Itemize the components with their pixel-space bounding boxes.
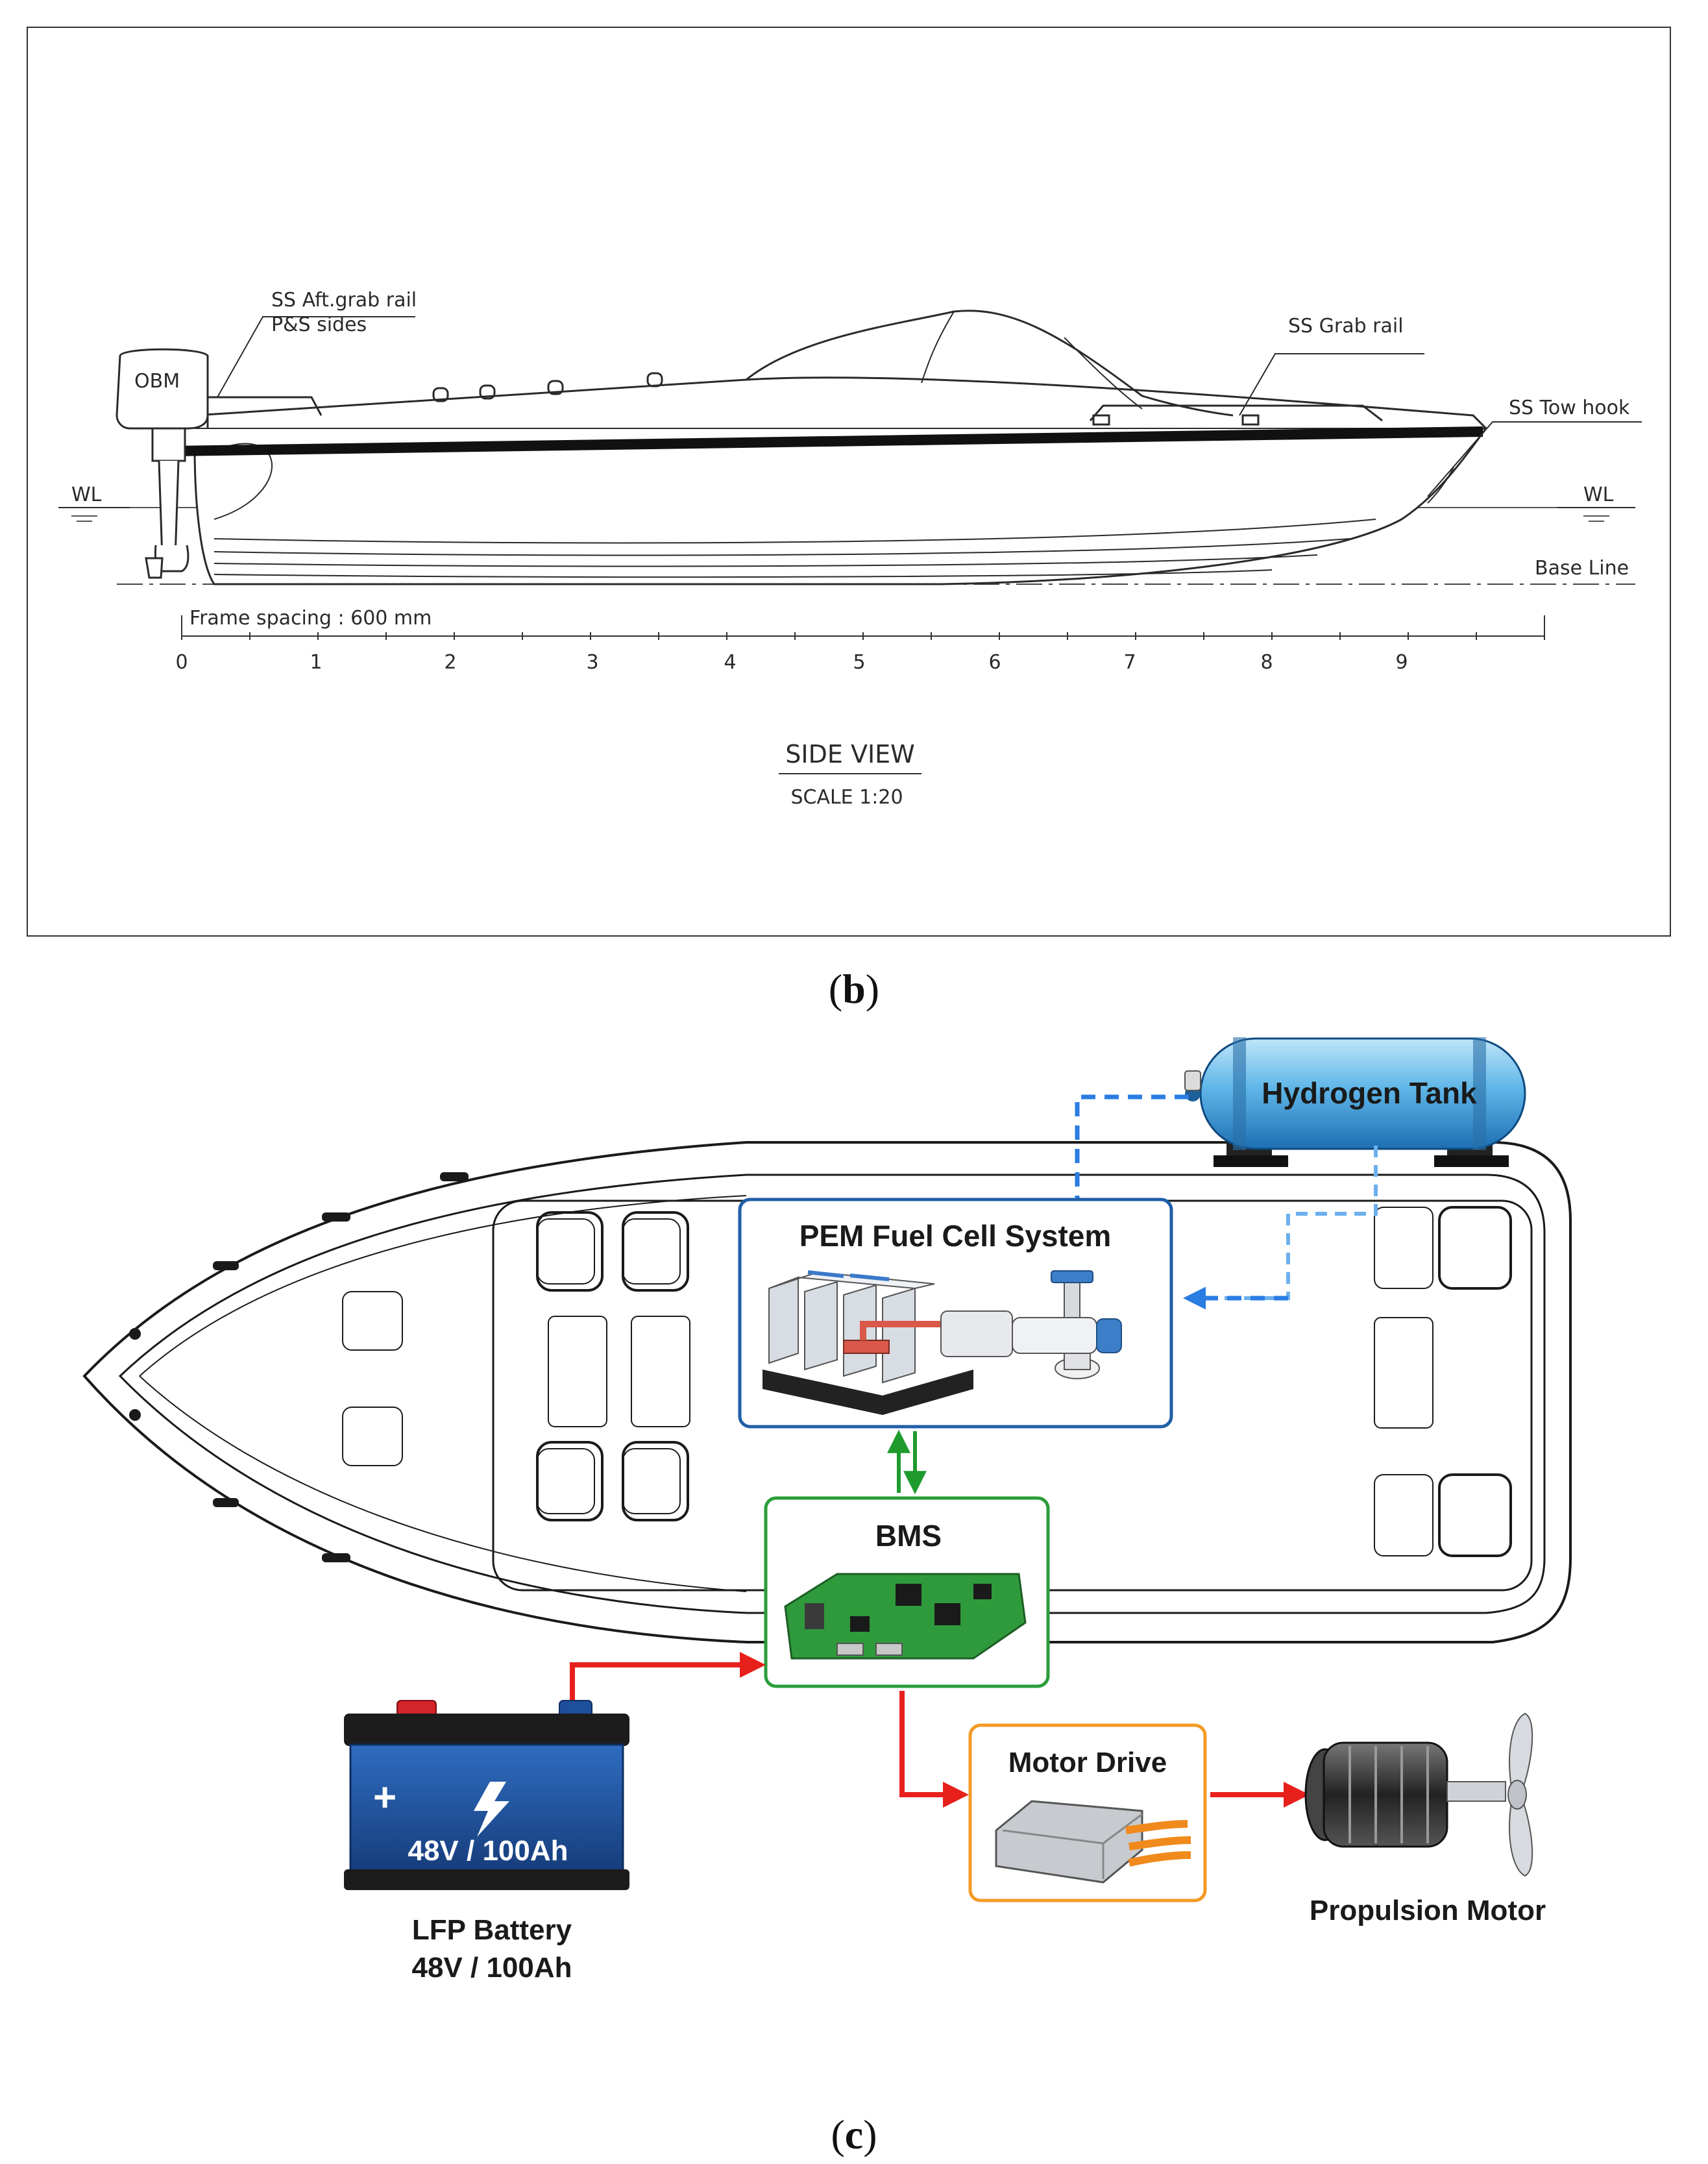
lightning-bolt-icon <box>474 1782 509 1837</box>
view-title: SIDE VIEW <box>785 740 914 768</box>
callout-aft-grab-rail: SS Aft.grab rail <box>271 289 417 312</box>
battery-plus-sign: + <box>373 1775 396 1820</box>
frame-number-1: 1 <box>310 651 322 674</box>
caption-b: (b) <box>829 966 879 1012</box>
frame-number-9: 9 <box>1395 651 1408 674</box>
frame-number-5: 5 <box>853 651 865 674</box>
pem-fuel-cell-system: PEM Fuel Cell System <box>738 1198 1173 1429</box>
propulsion-motor: Propulsion Motor <box>1304 1712 1546 1926</box>
panel-b-side-view: SS Aft.grab rail P&S sides OBM SS Grab r… <box>27 27 1671 937</box>
frame-spacing-label: Frame spacing : 600 mm <box>189 607 432 630</box>
callout-wl-left: WL <box>71 484 102 506</box>
frame-number-2: 2 <box>444 651 456 674</box>
frame-number-3: 3 <box>586 651 598 674</box>
hydrogen-supply-line <box>1075 1094 1189 1201</box>
hydrogen-tank-label: Hydrogen Tank <box>1262 1076 1477 1110</box>
bms: BMS <box>764 1496 1050 1688</box>
callout-wl-right: WL <box>1583 484 1614 506</box>
frame-number-0: 0 <box>175 651 188 674</box>
frame-number-6: 6 <box>988 651 1001 674</box>
caption-c: (c) <box>831 2111 877 2158</box>
callout-obm: OBM <box>134 370 180 393</box>
tow-hook-leader <box>1427 421 1642 497</box>
callout-grab-rail: SS Grab rail <box>1288 315 1404 338</box>
motor-drive: Motor Drive <box>968 1723 1207 1902</box>
motor-drive-label: Motor Drive <box>1008 1747 1167 1778</box>
hydrogen-tank: Hydrogen Tank <box>1184 1037 1526 1167</box>
lfp-battery: + 48V / 100Ah LFP Battery 48V / 100Ah <box>344 1700 629 1984</box>
frame-ruler-ticks <box>181 632 1545 640</box>
view-scale: SCALE 1:20 <box>790 786 903 809</box>
frame-number-4: 4 <box>724 651 736 674</box>
frame-number-8: 8 <box>1260 651 1273 674</box>
sheer-strake <box>171 426 1483 456</box>
boat-hull-side <box>193 310 1489 585</box>
propulsion-motor-label: Propulsion Motor <box>1310 1895 1546 1926</box>
panel-c-system-diagram: Hydrogen Tank PEM Fuel Cell System <box>82 1037 1572 1984</box>
pem-fuel-cell-label: PEM Fuel Cell System <box>799 1219 1112 1253</box>
callout-tow-hook: SS Tow hook <box>1509 397 1630 419</box>
aft-rail-leader <box>217 316 415 398</box>
battery-to-bms-power-line <box>570 1652 766 1714</box>
bms-to-motor-drive-power-line <box>899 1691 969 1808</box>
outboard-motor <box>116 348 209 579</box>
bms-label: BMS <box>875 1519 942 1553</box>
frame-number-7: 7 <box>1123 651 1136 674</box>
battery-face-rating: 48V / 100Ah <box>408 1835 568 1867</box>
callout-aft-grab-rail-sides: P&S sides <box>271 314 367 336</box>
grab-rail-leader <box>1239 353 1424 416</box>
battery-label-line1: LFP Battery <box>412 1914 572 1946</box>
battery-label-line2: 48V / 100Ah <box>411 1952 572 1984</box>
callout-base-line: Base Line <box>1535 557 1629 580</box>
